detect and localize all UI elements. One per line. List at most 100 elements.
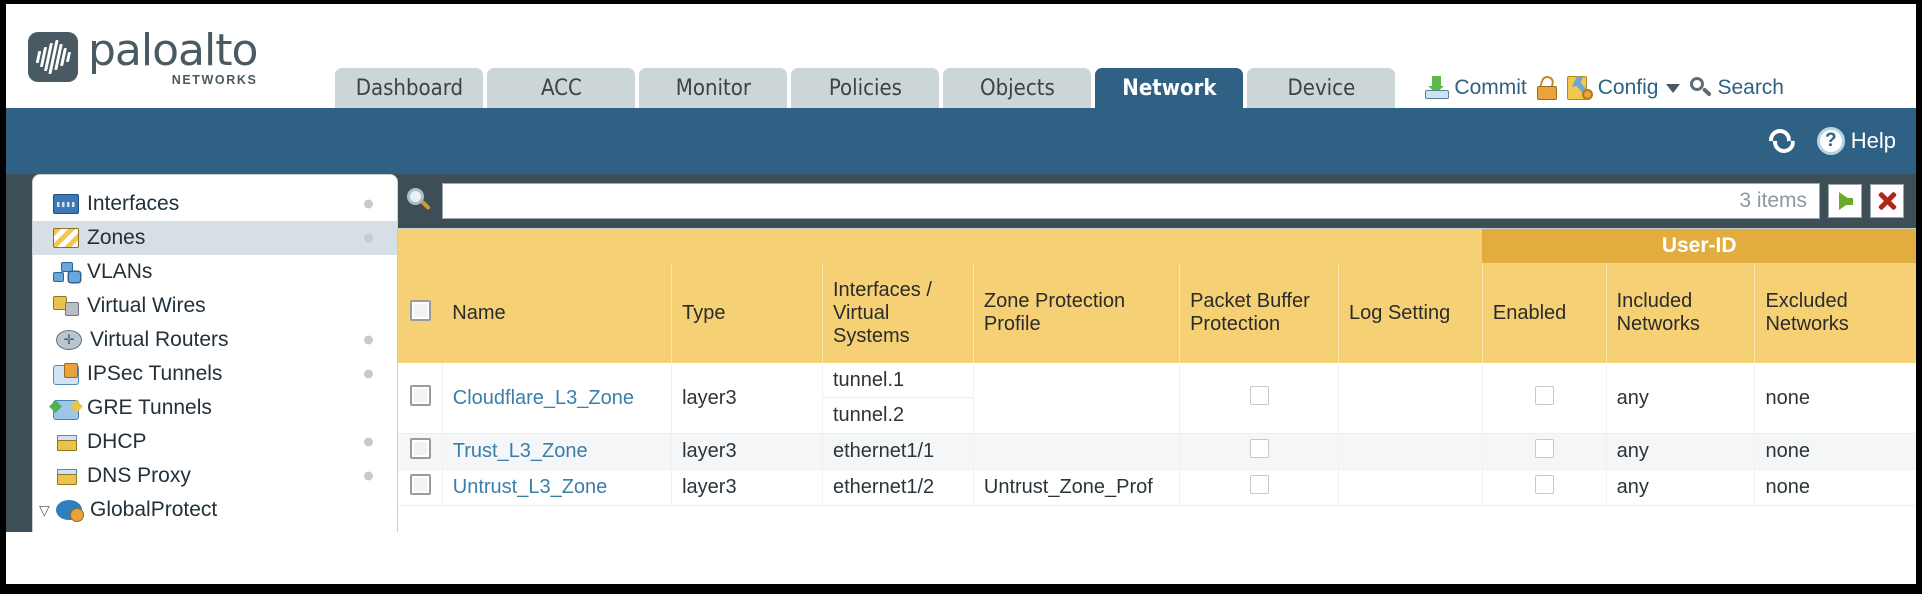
- packet-buffer-protection-checkbox[interactable]: [1249, 385, 1269, 405]
- sidebar-item-vlans[interactable]: VLANs: [33, 255, 397, 289]
- interface-entry: tunnel.1: [822, 363, 973, 398]
- brand-name: paloalto: [88, 24, 258, 76]
- column-header-excluded-networks[interactable]: Excluded Networks: [1754, 263, 1916, 363]
- sidebar-item-label: Interfaces: [87, 192, 180, 215]
- config-menu-button[interactable]: Config: [1566, 76, 1681, 100]
- zone-name-link[interactable]: Trust_L3_Zone: [452, 440, 588, 462]
- filter-input-wrapper[interactable]: 3 items: [442, 183, 1820, 219]
- sidebar-item-status-dot: [364, 199, 373, 209]
- packet-buffer-protection-cell: [1179, 363, 1339, 434]
- packet-buffer-protection-cell: [1179, 469, 1339, 506]
- select-all-checkbox[interactable]: [410, 299, 431, 321]
- tab-dashboard[interactable]: Dashboard: [335, 68, 484, 108]
- column-header-type[interactable]: Type: [671, 263, 823, 363]
- row-select-checkbox[interactable]: [410, 384, 431, 406]
- row-select-checkbox[interactable]: [410, 438, 431, 459]
- sidebar-item-dns-proxy[interactable]: DNS Proxy: [33, 459, 397, 493]
- sidebar-item-portals[interactable]: Portals: [33, 527, 397, 532]
- excluded-networks-cell: none: [1754, 433, 1916, 470]
- apply-arrow-icon: [1838, 192, 1853, 210]
- help-icon: ?: [1816, 127, 1845, 155]
- column-header-included-networks[interactable]: Included Networks: [1605, 263, 1755, 363]
- zone-name-cell: Untrust_L3_Zone: [441, 469, 672, 506]
- column-header-interfaces-virtual-systems[interactable]: Interfaces / Virtual Systems: [821, 263, 974, 363]
- sidebar-item-zones[interactable]: Zones: [33, 221, 397, 255]
- chevron-down-icon: [1666, 83, 1681, 93]
- clear-x-icon: [1877, 191, 1897, 211]
- help-button[interactable]: ? Help: [1816, 127, 1896, 155]
- log-setting-cell: [1338, 469, 1483, 506]
- column-header-zone-protection-profile[interactable]: Zone Protection Profile: [972, 263, 1180, 363]
- zone-name-link[interactable]: Untrust_L3_Zone: [452, 476, 608, 498]
- search-button[interactable]: Search: [1690, 76, 1784, 100]
- log-setting-cell: [1338, 433, 1483, 470]
- sidebar-item-virtual-wires[interactable]: Virtual Wires: [33, 289, 397, 323]
- refresh-icon[interactable]: [1768, 128, 1799, 154]
- sidebar-item-status-dot: [364, 437, 373, 447]
- config-lock-button[interactable]: [1536, 74, 1557, 100]
- zone-name-link[interactable]: Cloudflare_L3_Zone: [452, 386, 634, 409]
- sidebar-item-label: GlobalProtect: [90, 498, 218, 521]
- userid-enabled-checkbox[interactable]: [1534, 475, 1554, 494]
- column-header-log-setting[interactable]: Log Setting: [1338, 263, 1483, 363]
- sidebar-item-status-dot: [364, 233, 373, 243]
- dhcp-icon: [53, 432, 79, 452]
- search-label: Search: [1717, 76, 1784, 99]
- filter-search-icon[interactable]: [406, 187, 434, 215]
- apply-filter-button[interactable]: [1828, 184, 1862, 218]
- top-toolbar: Commit Config Search: [1425, 74, 1784, 108]
- gre-tunnels-icon: [53, 399, 79, 420]
- sidebar-item-globalprotect[interactable]: ▽ GlobalProtect: [33, 493, 397, 527]
- row-select-cell: [398, 469, 443, 506]
- vlans-icon: [53, 262, 79, 282]
- column-header-packet-buffer-protection[interactable]: Packet Buffer Protection: [1179, 263, 1339, 363]
- userid-enabled-checkbox[interactable]: [1534, 385, 1554, 405]
- column-header-enabled[interactable]: Enabled: [1481, 263, 1607, 363]
- row-select-cell: [398, 363, 443, 434]
- included-networks-cell: any: [1605, 363, 1755, 434]
- tab-network[interactable]: Network: [1095, 68, 1244, 108]
- zone-type-cell: layer3: [671, 433, 823, 470]
- tab-monitor[interactable]: Monitor: [639, 68, 788, 108]
- sidebar-item-virtual-routers[interactable]: Virtual Routers: [33, 323, 397, 357]
- brand-logo[interactable]: paloalto NETWORKS: [6, 28, 258, 109]
- sidebar-item-label: DNS Proxy: [87, 464, 191, 487]
- packet-buffer-protection-checkbox[interactable]: [1249, 439, 1269, 458]
- tab-device[interactable]: Device: [1247, 68, 1396, 108]
- sidebar-item-status-dot: [364, 369, 373, 379]
- filter-bar: 3 items: [398, 174, 1916, 228]
- row-select-checkbox[interactable]: [410, 474, 431, 495]
- sidebar-item-ipsec-tunnels[interactable]: IPSec Tunnels: [33, 357, 397, 391]
- expand-triangle-icon[interactable]: ▽: [39, 501, 50, 518]
- column-header-name[interactable]: Name: [442, 263, 672, 363]
- sidebar-item-gre-tunnels[interactable]: GRE Tunnels: [33, 391, 397, 425]
- userid-enabled-cell: [1481, 363, 1607, 434]
- interface-entry: ethernet1/1: [832, 440, 935, 462]
- tab-objects[interactable]: Objects: [943, 68, 1092, 108]
- sidebar-item-dhcp[interactable]: DHCP: [33, 425, 397, 459]
- sidebar-item-label: Virtual Wires: [87, 294, 206, 317]
- tab-policies[interactable]: Policies: [791, 68, 940, 108]
- search-input[interactable]: [455, 186, 1730, 216]
- sidebar-item-interfaces[interactable]: Interfaces: [33, 187, 397, 221]
- zone-interfaces-cell: ethernet1/2: [821, 469, 974, 506]
- sidebar-item-status-dot: [364, 335, 373, 345]
- tab-acc[interactable]: ACC: [487, 68, 636, 108]
- main-panel: 3 items: [398, 174, 1916, 532]
- clear-filter-button[interactable]: [1870, 184, 1904, 218]
- packet-buffer-protection-checkbox[interactable]: [1249, 475, 1269, 494]
- interface-entry: ethernet1/2: [832, 476, 935, 498]
- packet-buffer-protection-cell: [1179, 433, 1339, 470]
- userid-enabled-checkbox[interactable]: [1534, 439, 1554, 458]
- group-header-row: User-ID: [398, 229, 1916, 263]
- commit-button[interactable]: Commit: [1425, 76, 1527, 100]
